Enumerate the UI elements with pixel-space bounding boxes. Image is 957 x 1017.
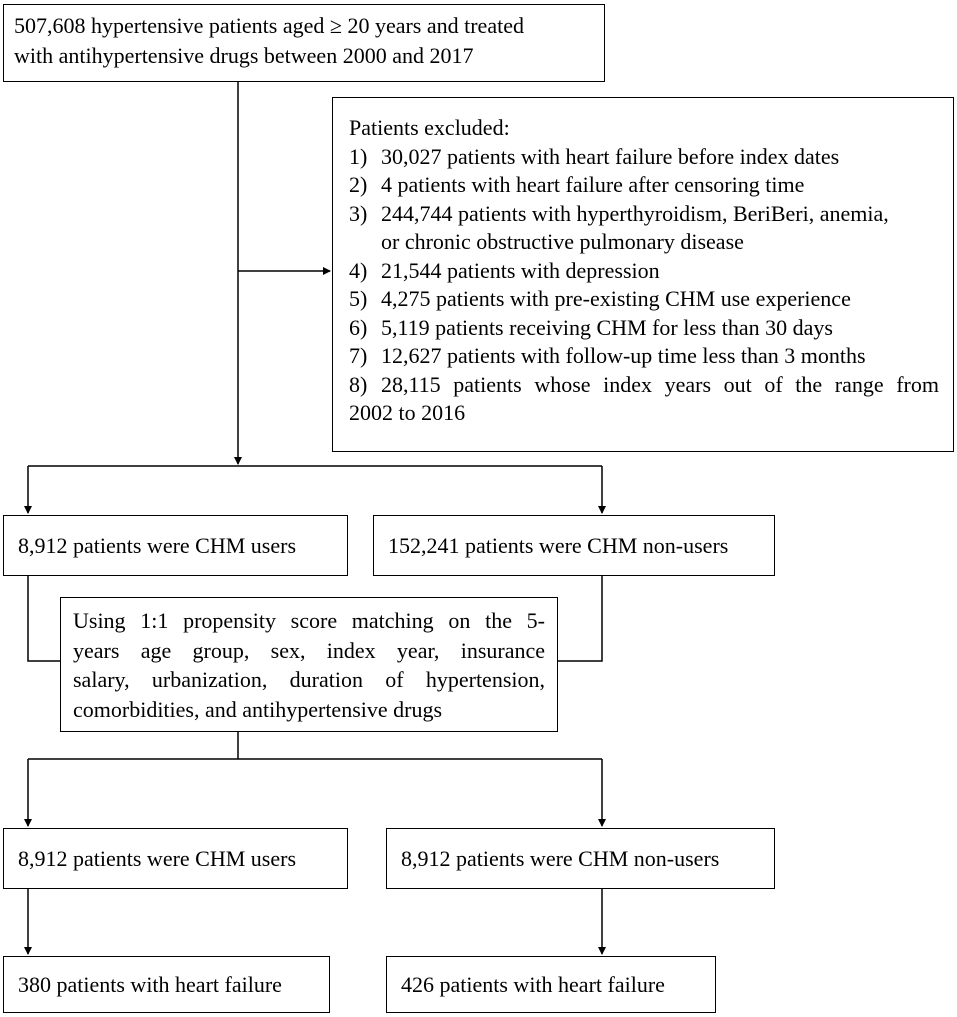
exclusion-item-number: 7) [349,343,368,368]
chm-users-label: 8,912 patients were CHM users [18,532,297,558]
exclusion-item-text-continued: 2002 to 2016 [349,400,466,425]
matched-chm-nonusers-box: 8,912 patients were CHM non-users [386,828,775,889]
users-to-matching-line [27,576,60,662]
study-population-box: 507,608 hypertensive patients aged ≥ 20 … [3,4,605,82]
exclusion-item: 6) 5,119 patients receiving CHM for less… [349,314,939,343]
exclusion-item-text: 21,544 patients with depression [381,257,660,283]
heart-failure-users-label: 380 patients with heart failure [18,971,282,997]
exclusion-item-text: 4 patients with heart failure after cens… [381,172,805,197]
matched-chm-users-label: 8,912 patients were CHM users [18,845,297,871]
matching-line: comorbidities, and antihypertensive drug… [73,696,443,722]
exclusion-item-number: 6) [349,314,368,340]
exclusion-item: 2) 4 patients with heart failure after c… [349,171,939,200]
matching-line: salary, urbanization, duration of hypert… [73,667,545,692]
exclusion-item-text-continued: or chronic obstructive pulmonary disease [381,229,744,254]
exclusion-item-number: 8) [349,371,368,397]
exclusion-item-number: 3) [349,200,368,226]
heart-failure-nonusers-box: 426 patients with heart failure [386,956,716,1013]
exclusion-item-number: 1) [349,143,368,169]
exclusion-item-number: 4) [349,257,368,283]
heart-failure-users-box: 380 patients with heart failure [3,956,330,1013]
matched-chm-nonusers-label: 8,912 patients were CHM non-users [401,845,720,871]
exclusion-item-number: 5) [349,286,368,311]
exclusion-title: Patients excluded: [349,115,510,140]
exclusion-item-text: 244,744 patients with hyperthyroidism, B… [381,200,889,226]
exclusion-item: 3) 244,744 patients with hyperthyroidism… [349,200,939,257]
exclusion-item-text: 4,275 patients with pre-existing CHM use… [381,286,851,311]
chm-nonusers-label: 152,241 patients were CHM non-users [388,532,729,558]
chm-nonusers-box: 152,241 patients were CHM non-users [373,515,775,576]
exclusion-criteria-box: Patients excluded: 1) 30,027 patients wi… [332,97,954,452]
chm-users-box: 8,912 patients were CHM users [3,515,348,576]
study-population-line-1: 507,608 hypertensive patients aged ≥ 20 … [14,13,524,38]
exclusion-item: 7) 12,627 patients with follow-up time l… [349,342,939,371]
matching-line: Using 1:1 propensity score matching on t… [73,608,545,633]
matching-line: years age group, sex, index year, insura… [73,637,545,663]
exclusion-item: 5) 4,275 patients with pre-existing CHM … [349,285,939,314]
exclusion-item: 1) 30,027 patients with heart failure be… [349,143,939,172]
study-population-line-2: with antihypertensive drugs between 2000… [14,43,474,68]
heart-failure-nonusers-label: 426 patients with heart failure [401,971,665,997]
propensity-matching-box: Using 1:1 propensity score matching on t… [60,597,558,732]
exclusion-item-number: 2) [349,172,368,197]
exclusion-item: 8) 28,115 patients whose index years out… [349,371,939,400]
matched-chm-users-box: 8,912 patients were CHM users [3,828,348,889]
exclusion-item-text: 30,027 patients with heart failure befor… [381,143,840,169]
exclusion-item-text: 12,627 patients with follow-up time less… [381,343,866,368]
exclusion-item-text: 5,119 patients receiving CHM for less th… [381,314,833,340]
nonusers-to-matching-line [558,576,603,662]
exclusion-item-text: 28,115 patients whose index years out of… [381,371,939,397]
exclusion-item: 4) 21,544 patients with depression [349,257,939,286]
